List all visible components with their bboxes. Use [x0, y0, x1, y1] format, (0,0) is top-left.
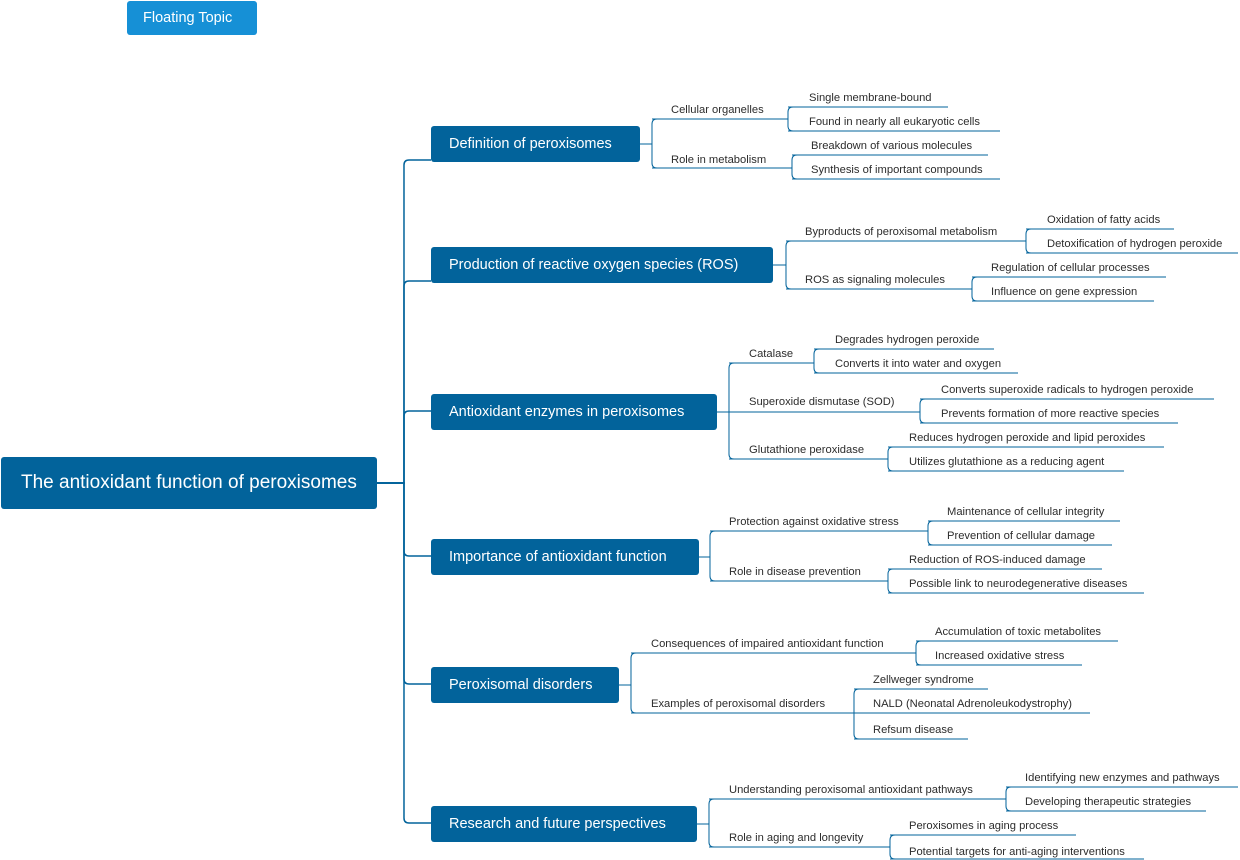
subtopic-connector: [699, 530, 928, 558]
leaf-label[interactable]: Utilizes glutathione as a reducing agent: [909, 456, 1105, 468]
leaf-connector: [919, 398, 1214, 412]
subtopic-connector: [619, 684, 854, 714]
leaf-connector: [1025, 228, 1174, 242]
subtopic-label[interactable]: Understanding peroxisomal antioxidant pa…: [729, 784, 973, 796]
subtopic-label[interactable]: Glutathione peroxidase: [749, 444, 865, 456]
leaf-connector: [1005, 798, 1206, 812]
leaf-connector: [919, 410, 1178, 424]
leaf-connector: [971, 276, 1166, 290]
subtopic-label[interactable]: Cellular organelles: [671, 104, 764, 116]
leaf-label[interactable]: Potential targets for anti-aging interve…: [909, 846, 1125, 858]
leaf-label[interactable]: Converts superoxide radicals to hydrogen…: [941, 384, 1194, 396]
leaf-connector: [787, 106, 948, 120]
leaf-connector: [889, 834, 1076, 848]
topic-antioxidant-enzymes[interactable]: Antioxidant enzymes in peroxisomes: [431, 394, 717, 430]
subtopic-label[interactable]: Catalase: [749, 348, 794, 360]
subtopic-label[interactable]: Examples of peroxisomal disorders: [651, 698, 826, 710]
leaf-label[interactable]: Regulation of cellular processes: [991, 262, 1150, 274]
subtopic-label[interactable]: Consequences of impaired antioxidant fun…: [651, 638, 884, 650]
leaf-connector: [813, 362, 1018, 374]
topic-production-of-ros[interactable]: Production of reactive oxygen species (R…: [431, 247, 773, 283]
leaf-connector: [788, 154, 988, 169]
leaf-label[interactable]: Accumulation of toxic metabolites: [935, 626, 1102, 638]
subtopic-connector: [640, 118, 788, 145]
branch-connector: [377, 280, 431, 484]
leaf-connector: [971, 288, 1154, 302]
leaf-label[interactable]: Reduction of ROS-induced damage: [909, 554, 1086, 566]
subtopic-label[interactable]: Superoxide dismutase (SOD): [749, 396, 895, 408]
leaf-connector: [887, 446, 1164, 460]
subtopic-connector: [640, 143, 788, 169]
leaf-label[interactable]: Maintenance of cellular integrity: [947, 506, 1105, 518]
leaf-label[interactable]: Identifying new enzymes and pathways: [1025, 772, 1220, 784]
topic-definition-of-peroxisomes[interactable]: Definition of peroxisomes: [431, 126, 640, 162]
subtopic-label[interactable]: Byproducts of peroxisomal metabolism: [805, 226, 998, 238]
leaf-label[interactable]: Found in nearly all eukaryotic cells: [809, 116, 981, 128]
branch-connector: [377, 410, 431, 484]
leaf-label[interactable]: Possible link to neurodegenerative disea…: [909, 578, 1128, 590]
leaf-label[interactable]: Degrades hydrogen peroxide: [835, 334, 980, 346]
subtopic-connector: [717, 411, 888, 460]
branch-connector: [377, 482, 431, 824]
subtopic-connector: [697, 823, 890, 848]
leaf-connector: [889, 846, 1144, 860]
leaf-connector: [915, 652, 1082, 666]
topic-importance-of-antioxidant-function[interactable]: Importance of antioxidant function: [431, 539, 699, 575]
branch-connector: [377, 159, 431, 484]
leaf-connector: [853, 688, 988, 714]
leaf-label[interactable]: Increased oxidative stress: [935, 650, 1065, 662]
topic-research-and-future-perspectives[interactable]: Research and future perspectives: [431, 806, 697, 842]
leaf-connector: [887, 568, 1102, 582]
leaf-connector: [927, 520, 1120, 532]
central-topic[interactable]: The antioxidant function of peroxisomes: [1, 457, 377, 509]
subtopic-label[interactable]: Role in disease prevention: [729, 566, 861, 578]
leaf-connector: [887, 580, 1144, 594]
leaf-label[interactable]: Prevention of cellular damage: [947, 530, 1096, 542]
leaf-connector: [927, 530, 1112, 546]
leaf-label[interactable]: Developing therapeutic strategies: [1025, 796, 1192, 808]
leaf-connector: [788, 167, 1000, 180]
topic-peroxisomal-disorders[interactable]: Peroxisomal disorders: [431, 667, 619, 703]
leaf-label[interactable]: NALD (Neonatal Adrenoleukodystrophy): [873, 698, 1072, 710]
leaf-label[interactable]: Reduces hydrogen peroxide and lipid pero…: [909, 432, 1146, 444]
floating-topic[interactable]: Floating Topic: [127, 1, 257, 35]
leaf-connector: [1025, 240, 1238, 254]
leaf-label[interactable]: Refsum disease: [873, 724, 954, 736]
leaf-connector: [887, 458, 1124, 472]
subtopic-label[interactable]: Role in metabolism: [671, 154, 767, 166]
leaf-label[interactable]: Breakdown of various molecules: [811, 140, 973, 152]
leaf-connector: [787, 118, 1000, 132]
subtopic-label[interactable]: Protection against oxidative stress: [729, 516, 899, 528]
leaf-connector: [915, 640, 1118, 654]
leaf-label[interactable]: Synthesis of important compounds: [811, 164, 983, 176]
leaf-label[interactable]: Single membrane-bound: [809, 92, 932, 104]
leaf-connector: [1005, 786, 1238, 800]
subtopic-connector: [773, 264, 972, 290]
subtopic-connector: [697, 798, 1006, 825]
leaf-label[interactable]: Detoxification of hydrogen peroxide: [1047, 238, 1223, 250]
leaf-label[interactable]: Oxidation of fatty acids: [1047, 214, 1161, 226]
subtopic-connector: [717, 362, 814, 413]
subtopic-label[interactable]: ROS as signaling molecules: [805, 274, 945, 286]
leaf-label[interactable]: Peroxisomes in aging process: [909, 820, 1059, 832]
subtopic-connector: [619, 652, 916, 686]
leaf-label[interactable]: Influence on gene expression: [991, 286, 1138, 298]
leaf-connector: [853, 712, 968, 740]
leaf-label[interactable]: Zellweger syndrome: [873, 674, 974, 686]
leaf-connector: [813, 348, 994, 364]
subtopic-connector: [699, 556, 888, 582]
leaf-label[interactable]: Converts it into water and oxygen: [835, 358, 1002, 370]
subtopic-connector: [773, 240, 1026, 266]
leaf-label[interactable]: Prevents formation of more reactive spec…: [941, 408, 1160, 420]
subtopic-label[interactable]: Role in aging and longevity: [729, 832, 864, 844]
